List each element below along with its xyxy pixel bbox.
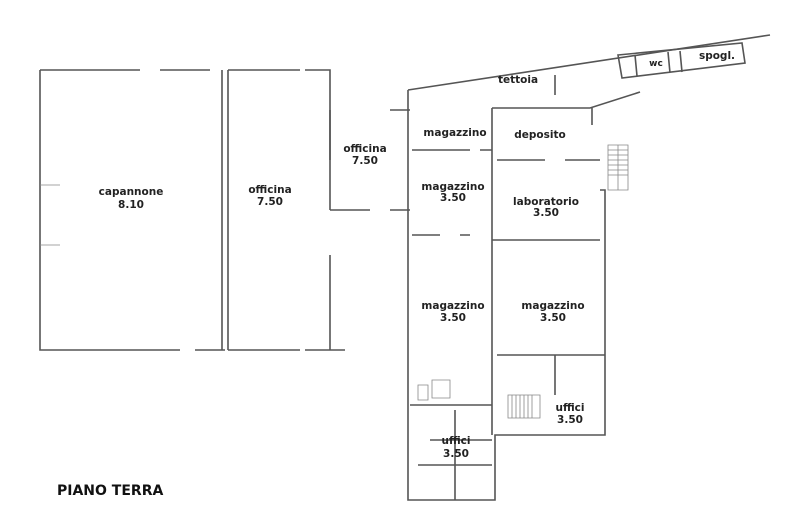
room-magazzino-right-height: 3.50 [540,312,566,324]
room-magazzino-upper-height: 3.50 [440,192,466,204]
plan-title: PIANO TERRA [57,483,163,499]
room-laboratorio-height: 3.50 [533,207,559,219]
room-spogl-name: spogl. [699,50,735,62]
room-officina-large-name: officina [248,184,291,196]
room-uffici-right-height: 3.50 [557,414,583,426]
room-magazzino-left-height: 3.50 [440,312,466,324]
room-tettoia-name: tettoia [498,74,538,86]
room-uffici-left-name: uffici [441,435,470,447]
room-magazzino-right-name: magazzino [521,300,584,312]
room-deposito-name: deposito [514,129,565,141]
room-uffici-right-name: uffici [555,402,584,414]
room-magazzino-upper-name: magazzino [421,181,484,193]
room-officina-large-height: 7.50 [257,196,283,208]
room-uffici-left-height: 3.50 [443,448,469,460]
room-officina-small-name: officina [343,143,386,155]
room-capannone-height: 8.10 [118,199,144,211]
room-wc-name: wc [649,59,663,69]
room-capannone-name: capannone [99,186,164,198]
room-officina-small-height: 7.50 [352,155,378,167]
room-laboratorio-name: laboratorio [513,196,579,208]
walls [39,34,771,501]
room-magazzino-top-name: magazzino [423,127,486,139]
room-magazzino-left-name: magazzino [421,300,484,312]
